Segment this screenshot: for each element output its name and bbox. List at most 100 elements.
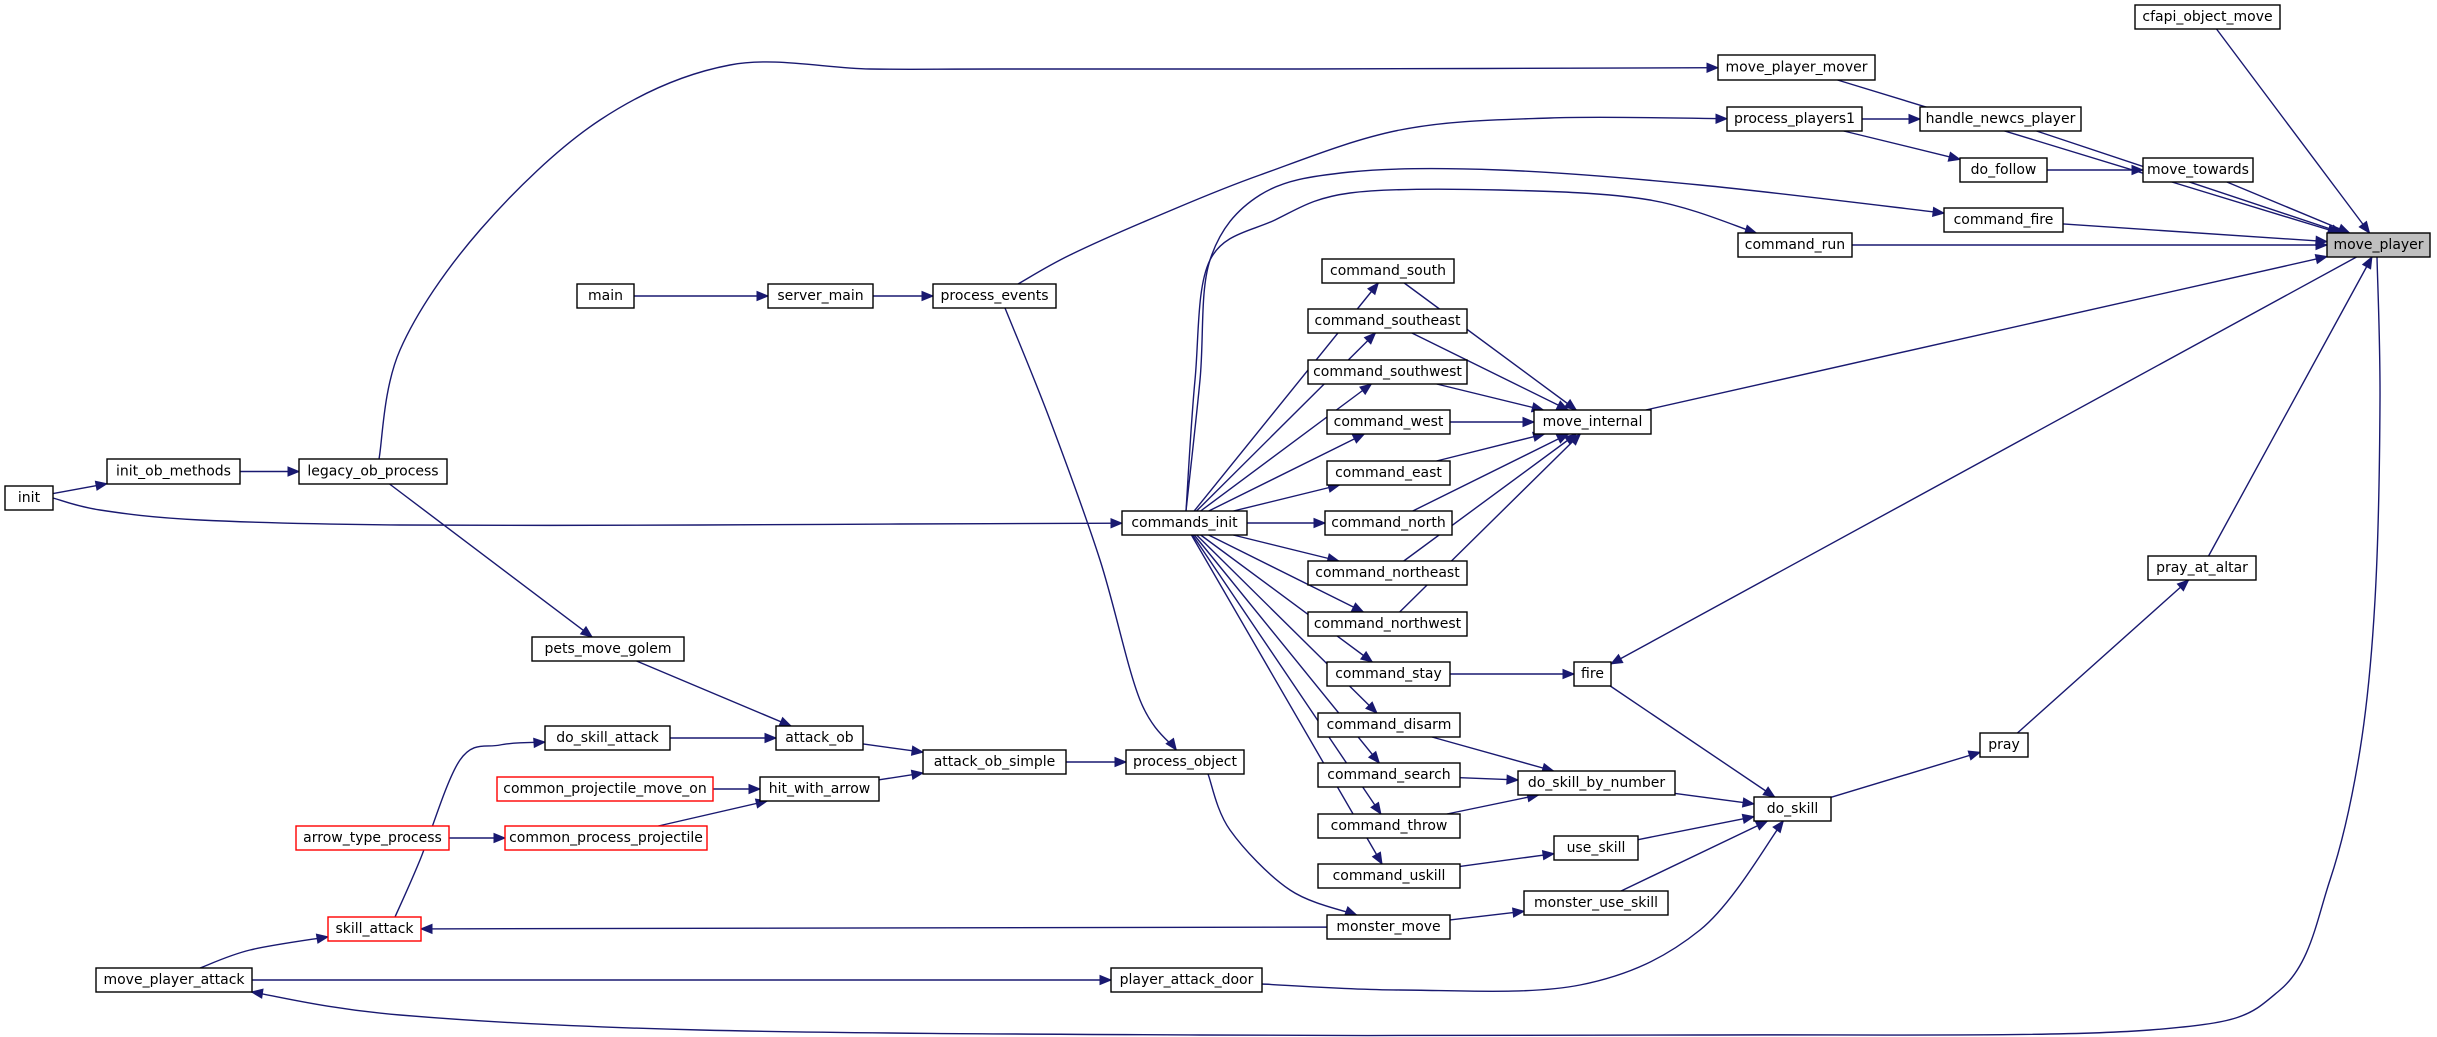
node-handle-newcs-player[interactable]: handle_newcs_player [1919, 106, 2082, 132]
edge-move_player_attack-to-player_attack_door [252, 974, 1113, 986]
node-box [932, 283, 1057, 309]
edge-do_skill_by_number-to-do_skill [1674, 792, 1756, 808]
node-command-northwest[interactable]: command_northwest [1307, 611, 1468, 637]
node-box [1533, 409, 1652, 435]
edge-process_players1-to-handle_newcs_player [1862, 113, 1922, 125]
edge-line [1208, 433, 1365, 512]
node-skill-attack[interactable]: skill_attack [327, 916, 422, 942]
node-do-skill-attack[interactable]: do_skill_attack [544, 725, 671, 751]
node-box [1326, 661, 1451, 687]
arrowhead-icon [1568, 433, 1582, 446]
node-box [1573, 661, 1612, 687]
node-box [1726, 106, 1863, 132]
edge-commands_init-to-command_east [1233, 482, 1341, 512]
node-cfapi-object-move[interactable]: cfapi_object_move [2134, 4, 2281, 30]
edge-line [1261, 820, 1784, 993]
node-box [1121, 510, 1248, 536]
arrowhead-icon [778, 716, 793, 727]
node-pets-move-golem[interactable]: pets_move_golem [531, 636, 685, 662]
node-command-throw[interactable]: command_throw [1317, 813, 1461, 839]
node-command-east[interactable]: command_east [1326, 460, 1451, 486]
node-box [1326, 914, 1451, 940]
node-player-attack-door[interactable]: player_attack_door [1110, 967, 1263, 993]
node-command-southwest[interactable]: command_southwest [1307, 359, 1468, 385]
node-box [95, 967, 253, 993]
node-move-internal[interactable]: move_internal [1533, 409, 1652, 435]
node-command-west[interactable]: command_west [1326, 409, 1451, 435]
node-process-object[interactable]: process_object [1125, 749, 1245, 775]
node-label: command_south [1330, 263, 1446, 279]
arrowhead-icon [1370, 801, 1382, 816]
node-commands-init[interactable]: commands_init [1121, 510, 1248, 536]
node-command-north[interactable]: command_north [1324, 510, 1453, 536]
node-process-events[interactable]: process_events [932, 283, 1057, 309]
arrowhead-icon [493, 832, 507, 844]
node-hit-with-arrow[interactable]: hit_with_arrow [759, 776, 880, 802]
node-move-towards[interactable]: move_towards [2142, 157, 2254, 183]
arrowhead-icon [1371, 851, 1383, 866]
edge-command_northeast-to-move_internal [1403, 433, 1578, 562]
node-move-player-mover[interactable]: move_player_mover [1717, 54, 1876, 81]
node-box [2326, 232, 2431, 258]
node-arrow-type-process[interactable]: arrow_type_process [295, 825, 450, 851]
edge-pets_move_golem-to-attack_ob [636, 660, 793, 727]
node-box [775, 725, 864, 751]
edge-line [2215, 28, 2371, 234]
edge-commands_init-to-command_north [1247, 517, 1327, 529]
node-do-follow[interactable]: do_follow [1959, 157, 2048, 183]
node-main[interactable]: main [576, 283, 635, 309]
edge-move_player_mover-to-move_player [1837, 79, 2341, 235]
node-command-south[interactable]: command_south [1321, 258, 1455, 284]
node-common-projectile-move-on[interactable]: common_projectile_move_on [496, 776, 714, 802]
node-fire[interactable]: fire [1573, 661, 1612, 687]
edge-move_player-to-move_player_attack [250, 256, 2381, 1037]
edge-monster_use_skill-to-do_skill [1620, 820, 1769, 892]
node-attack-ob-simple[interactable]: attack_ob_simple [922, 749, 1067, 775]
node-box [1326, 409, 1451, 435]
edge-line [1837, 79, 2340, 234]
node-process-players1[interactable]: process_players1 [1726, 106, 1863, 132]
node-label: do_follow [1971, 162, 2037, 178]
node-common-process-projectile[interactable]: common_process_projectile [504, 825, 708, 851]
arrowhead-icon [1762, 786, 1776, 798]
node-label: monster_use_skill [1534, 895, 1658, 911]
edge-command_southwest-to-move_internal [1436, 383, 1545, 413]
node-pray-at-altar[interactable]: pray_at_altar [2147, 555, 2257, 581]
node-init[interactable]: init [4, 485, 54, 511]
node-pray[interactable]: pray [1979, 732, 2029, 758]
node-box [531, 636, 685, 662]
node-command-disarm[interactable]: command_disarm [1317, 712, 1461, 738]
node-do-skill-by-number[interactable]: do_skill_by_number [1517, 770, 1676, 796]
node-label: process_events [941, 288, 1049, 304]
node-command-search[interactable]: command_search [1317, 762, 1461, 788]
node-label: command_fire [1954, 212, 2054, 228]
node-use-skill[interactable]: use_skill [1553, 835, 1639, 861]
node-command-southeast[interactable]: command_southeast [1307, 308, 1468, 334]
node-init-ob-methods[interactable]: init_ob_methods [106, 458, 241, 485]
node-command-uskill[interactable]: command_uskill [1317, 863, 1461, 889]
node-monster-use-skill[interactable]: monster_use_skill [1523, 890, 1669, 916]
node-move-player-attack[interactable]: move_player_attack [95, 967, 253, 993]
node-command-northeast[interactable]: command_northeast [1307, 560, 1468, 586]
node-server-main[interactable]: server_main [767, 283, 874, 309]
arrowhead-icon [1363, 332, 1377, 345]
edge-line [52, 497, 1123, 527]
node-attack-ob[interactable]: attack_ob [775, 725, 864, 751]
edge-line [420, 926, 1328, 930]
node-legacy-ob-process[interactable]: legacy_ob_process [298, 458, 448, 485]
edge-commands_init-to-command_fire [1185, 167, 1946, 512]
node-move-player[interactable]: move_player [2326, 232, 2431, 258]
graph-nodes: cfapi_object_move move_player_moverproces… [4, 4, 2431, 993]
node-monster-move[interactable]: monster_move [1326, 914, 1451, 940]
edge-line [1436, 383, 1544, 411]
node-box [4, 485, 54, 511]
node-command-run[interactable]: command_run [1737, 232, 1853, 258]
node-do-skill[interactable]: do_skill [1753, 796, 1832, 822]
node-command-fire[interactable]: command_fire [1943, 207, 2064, 233]
node-command-stay[interactable]: command_stay [1326, 661, 1451, 687]
edge-command_north-to-move_internal [1412, 433, 1570, 512]
edge-commands_init-to-command_run [1185, 188, 1758, 512]
node-label: move_towards [2147, 162, 2249, 178]
arrowhead-icon [1359, 650, 1374, 663]
node-label: command_run [1745, 237, 1845, 253]
